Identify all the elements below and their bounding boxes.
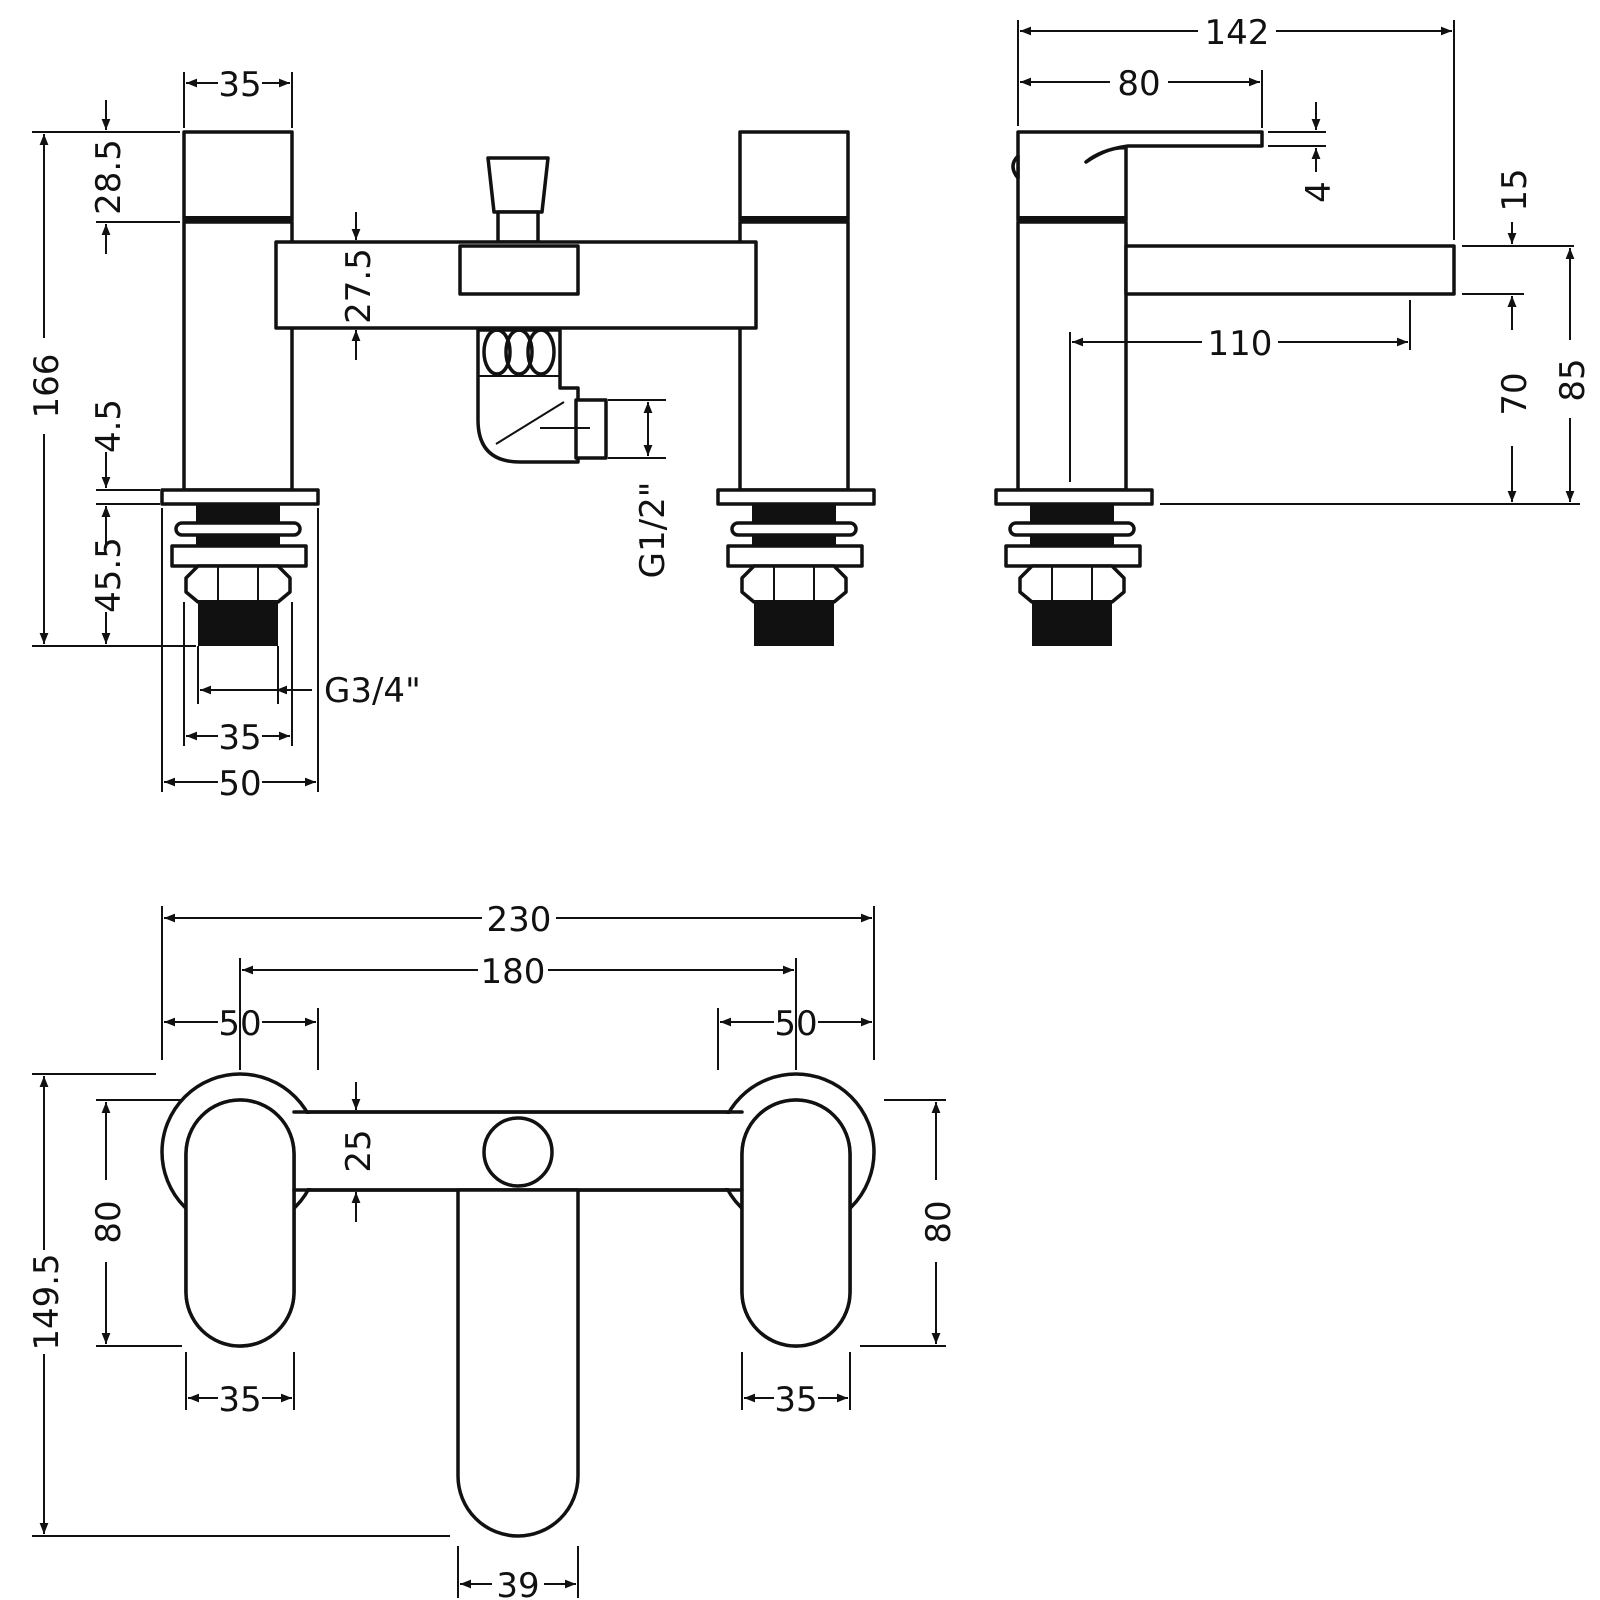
dim-text: G3/4" xyxy=(324,671,421,711)
dim-text: 39 xyxy=(496,1566,539,1600)
dim-text: 35 xyxy=(218,65,261,105)
side-view: 142 80 4 15 110 xyxy=(994,13,1593,646)
shower-outlet xyxy=(476,328,608,464)
dim-text: G1/2" xyxy=(633,482,673,579)
dim-top-bar-depth: 25 xyxy=(339,1082,379,1222)
dim-top-right-handle-length: 80 xyxy=(860,1099,959,1347)
dim-text: 80 xyxy=(1117,64,1160,104)
dim-text: 35 xyxy=(218,1380,261,1420)
dim-text: 25 xyxy=(339,1129,379,1172)
left-valve xyxy=(160,130,320,646)
dim-front-valve-width: 35 xyxy=(183,65,293,128)
dim-text: 50 xyxy=(218,764,261,804)
dim-text: 35 xyxy=(218,718,261,758)
dim-text: 15 xyxy=(1495,168,1535,211)
dim-text: 80 xyxy=(89,1200,129,1243)
dim-side-handle-length: 80 xyxy=(1020,64,1263,128)
dim-front-handle-height: 28.5 xyxy=(89,100,180,254)
dim-text: 166 xyxy=(27,354,67,419)
dim-front-total-height: 166 xyxy=(27,131,196,647)
diverter-knob xyxy=(486,156,550,244)
body-bar xyxy=(274,240,758,330)
dim-top-total-width: 230 xyxy=(161,900,875,1060)
dim-text: 149.5 xyxy=(27,1253,67,1350)
top-view: 230 180 50 50 25 xyxy=(27,900,959,1600)
dim-text: 35 xyxy=(774,1380,817,1420)
dim-front-shank-width: 35 xyxy=(183,602,293,758)
dim-top-right-rose: 50 xyxy=(717,1004,872,1070)
dim-text: 230 xyxy=(487,900,552,940)
dim-side-lever-thickness: 4 xyxy=(1268,102,1339,203)
dim-top-centres: 180 xyxy=(239,952,797,1070)
dim-front-body-height: 27.5 xyxy=(339,212,379,360)
dim-side-spout-reach: 110 xyxy=(1069,300,1411,482)
dim-text: 4.5 xyxy=(89,399,129,453)
dim-text: 27.5 xyxy=(339,248,379,324)
dim-text: 85 xyxy=(1553,358,1593,401)
dim-top-left-handle-width: 35 xyxy=(185,1352,295,1420)
dim-text: 45.5 xyxy=(89,537,129,613)
dim-text: 28.5 xyxy=(89,139,129,215)
dim-text: 80 xyxy=(919,1200,959,1243)
dim-text: 110 xyxy=(1208,324,1273,364)
dim-top-left-rose: 50 xyxy=(164,1004,319,1070)
dim-text: 70 xyxy=(1495,372,1535,415)
dim-text: 142 xyxy=(1205,13,1270,53)
dim-front-shank-length: 45.5 xyxy=(89,506,129,644)
dim-text: 180 xyxy=(481,952,546,992)
dim-text: 50 xyxy=(774,1004,817,1044)
dim-front-shower-outlet: G1/2" xyxy=(608,399,673,579)
dim-side-spout-thickness: 15 xyxy=(1462,168,1574,318)
dim-text: 50 xyxy=(218,1004,261,1044)
dim-front-shank-thread: G3/4" xyxy=(197,646,421,711)
dim-front-plate-thickness: 4.5 xyxy=(89,399,160,540)
dim-top-spout-width: 39 xyxy=(457,1546,579,1600)
dim-top-total-depth: 149.5 xyxy=(27,1073,450,1537)
dim-top-left-handle-length: 80 xyxy=(89,1099,182,1347)
right-valve xyxy=(716,130,876,646)
dim-side-total-depth: 142 xyxy=(1017,13,1455,240)
dim-text: 4 xyxy=(1299,181,1339,203)
front-view: 35 166 28.5 27.5 4.5 xyxy=(27,65,876,804)
dim-side-spout-height: 70 xyxy=(1160,296,1580,505)
dim-front-plate-width: 50 xyxy=(161,508,319,804)
dim-side-total-height: 85 xyxy=(1553,248,1593,502)
dim-top-right-handle-width: 35 xyxy=(741,1352,851,1420)
